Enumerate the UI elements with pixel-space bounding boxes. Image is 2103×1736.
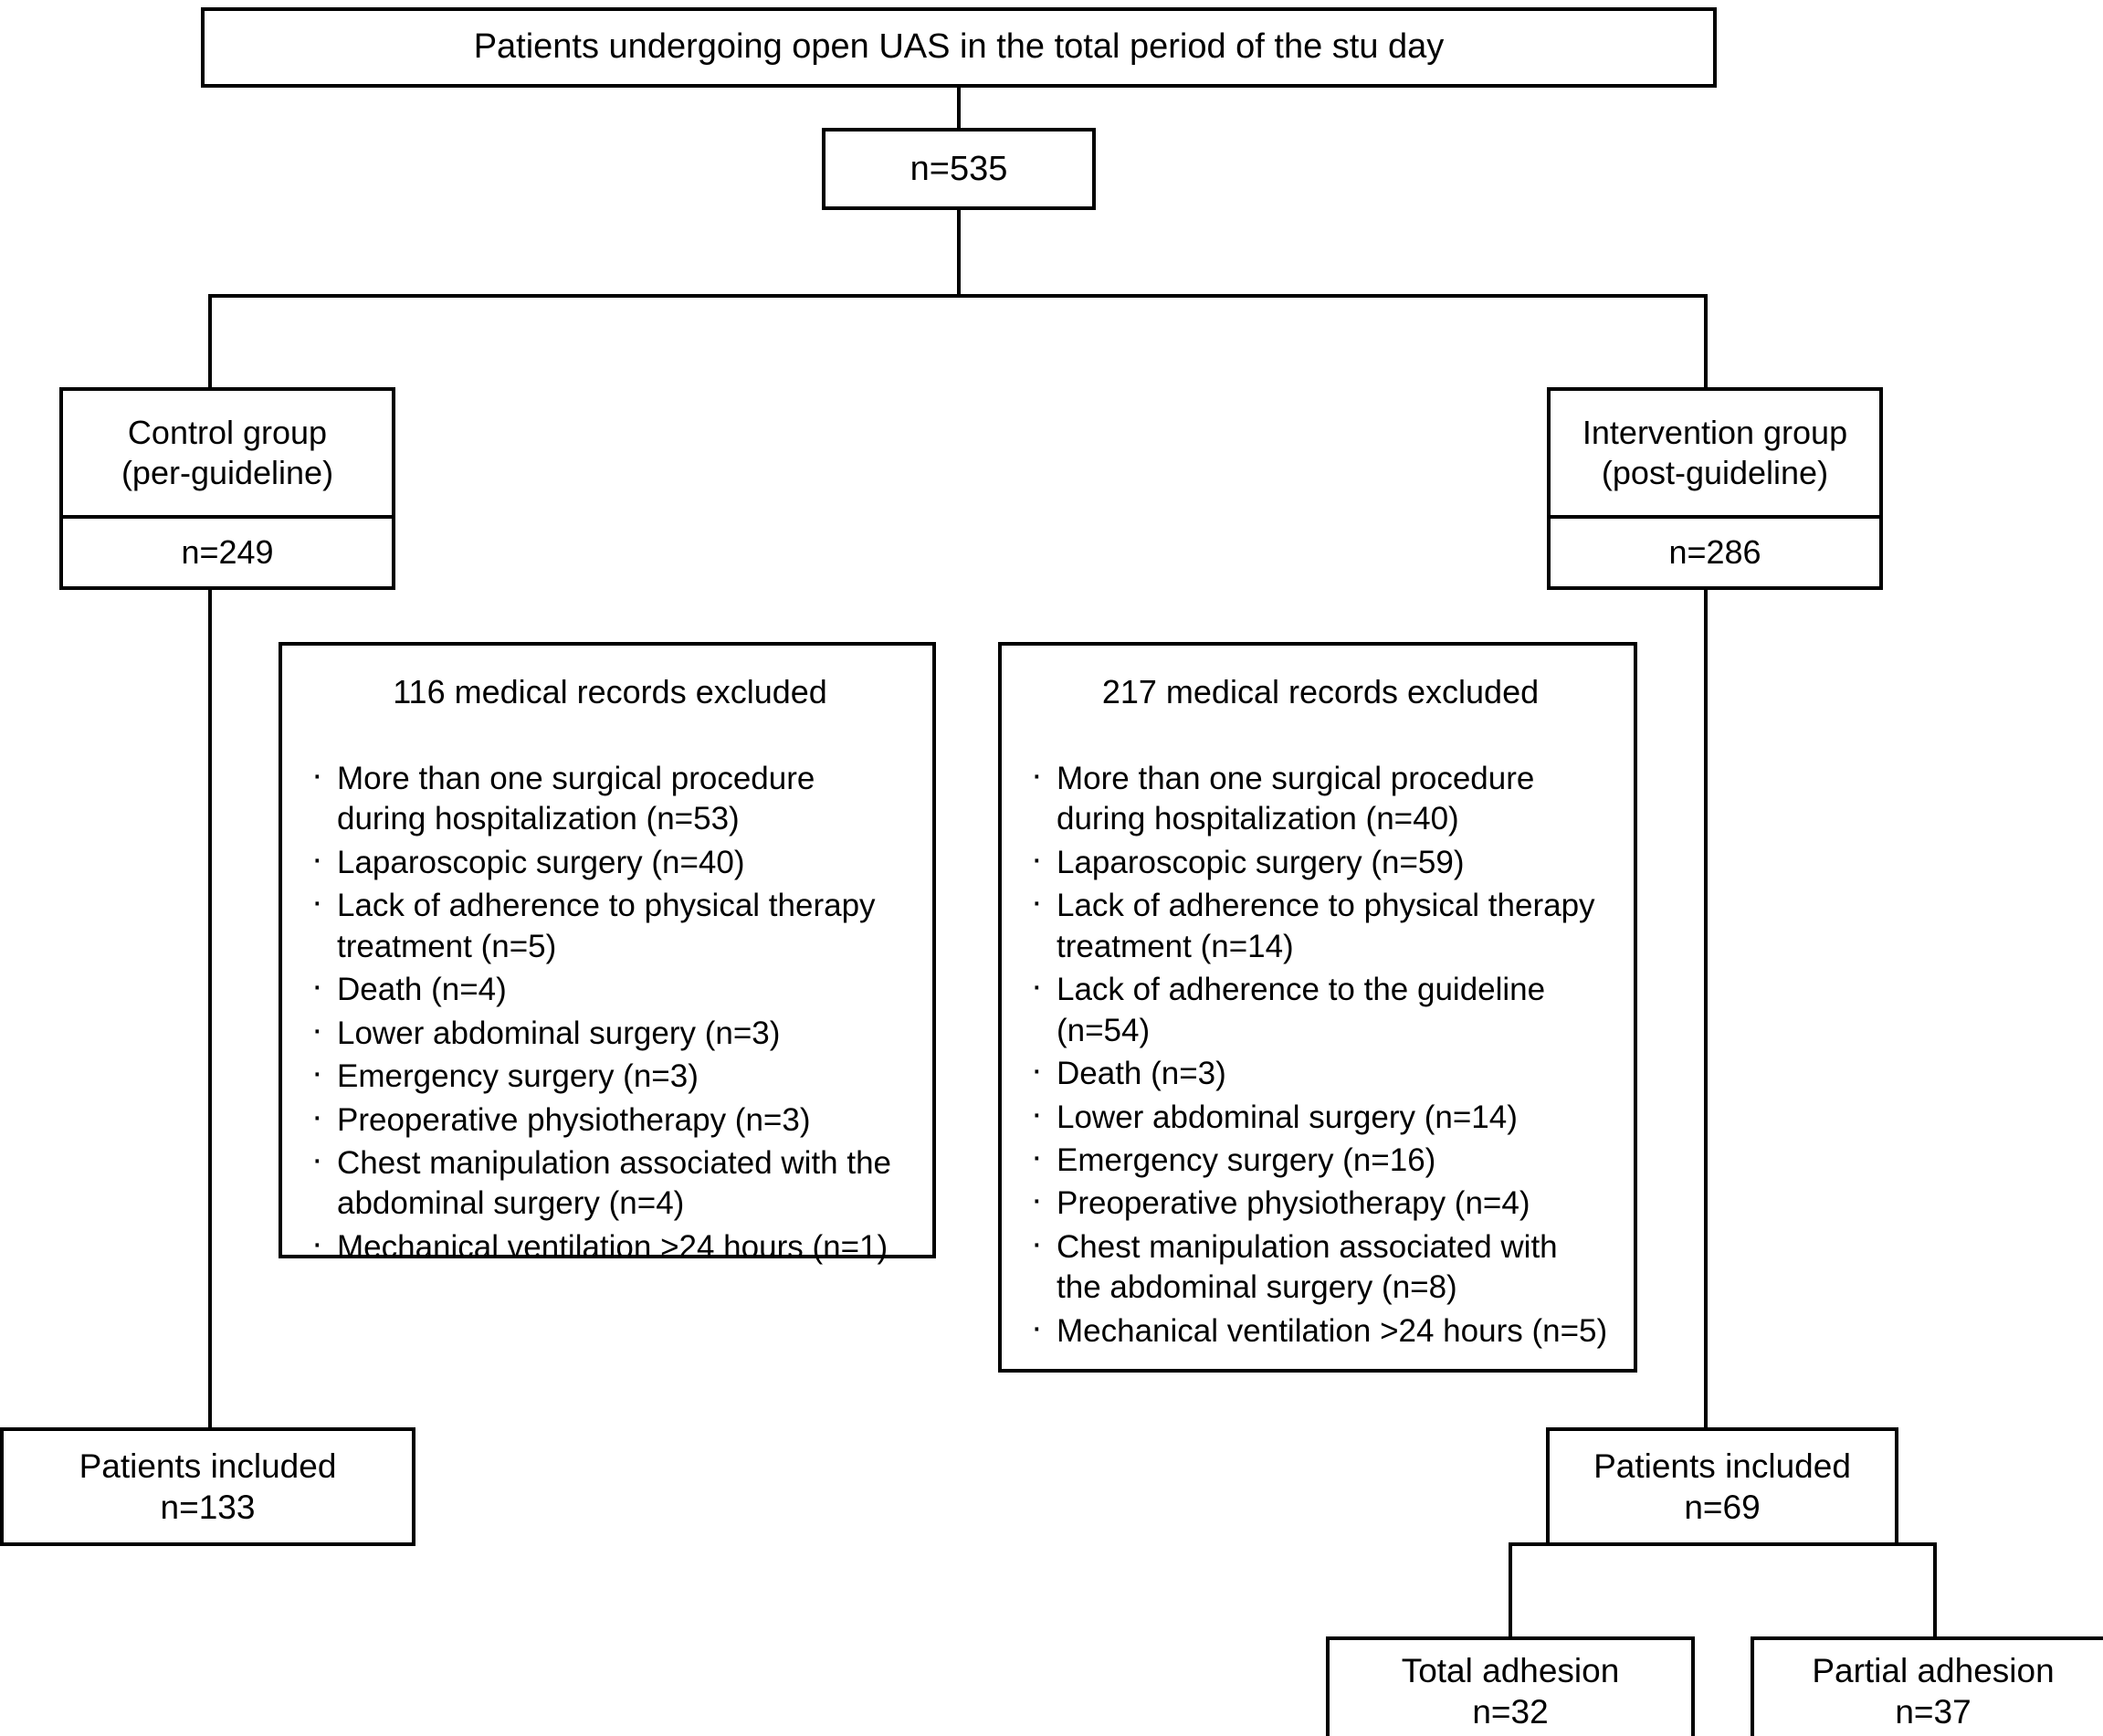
- control-group-count: n=249: [63, 519, 392, 586]
- title-text: Patients undergoing open UAS in the tota…: [473, 27, 1445, 67]
- included-right-count: n=69: [1684, 1489, 1761, 1526]
- list-item: Lack of adherence to physical therapy tr…: [1025, 880, 1610, 967]
- connector-bus-to-intervention: [1704, 294, 1708, 389]
- list-item: Laparoscopic surgery (n=59): [1025, 837, 1610, 883]
- list-item: More than one surgical procedure during …: [306, 753, 909, 840]
- list-item: Lack of adherence to the guideline (n=54…: [1025, 964, 1610, 1051]
- control-group-qualifier: (per-guideline): [121, 454, 334, 491]
- intervention-group-header: Intervention group (post-guideline): [1551, 391, 1879, 519]
- total-count-value: n=535: [910, 149, 1008, 188]
- total-adhesion-count: n=32: [1472, 1693, 1549, 1731]
- list-item: Laparoscopic surgery (n=40): [306, 837, 909, 883]
- connector-split-bus: [208, 294, 1708, 298]
- partial-adhesion-label: Partial adhesion: [1812, 1651, 2055, 1689]
- connector-bus-to-control: [208, 294, 212, 389]
- list-item: Emergency surgery (n=16): [1025, 1135, 1610, 1181]
- exclusion-right-title: 217 medical records excluded: [1101, 673, 1540, 710]
- control-group-box: Control group (per-guideline) n=249: [59, 387, 395, 590]
- partial-adhesion-box: Partial adhesion n=37: [1751, 1636, 2103, 1736]
- list-item: Lack of adherence to physical therapy tr…: [306, 880, 909, 967]
- intervention-group-qualifier: (post-guideline): [1601, 454, 1829, 491]
- list-item: Emergency surgery (n=3): [306, 1051, 909, 1097]
- total-count-box: n=535: [822, 128, 1096, 210]
- exclusion-box-control: 116 medical records excluded More than o…: [279, 642, 936, 1266]
- total-adhesion-label: Total adhesion: [1401, 1651, 1620, 1689]
- control-group-count-value: n=249: [181, 533, 274, 571]
- total-adhesion-box: Total adhesion n=32: [1326, 1636, 1695, 1736]
- connector-control-to-included: [208, 588, 212, 1429]
- list-item: Chest manipulation associated with the a…: [306, 1138, 909, 1225]
- connector-title-to-total: [957, 86, 961, 130]
- list-item: Lower abdominal surgery (n=14): [1025, 1091, 1610, 1138]
- intervention-group-box: Intervention group (post-guideline) n=28…: [1547, 387, 1883, 590]
- list-item: Death (n=3): [1025, 1048, 1610, 1094]
- list-item: Mechanical ventilation >24 hours (n=5): [1025, 1306, 1610, 1352]
- list-item: Preoperative physiotherapy (n=3): [306, 1094, 909, 1141]
- list-item: Death (n=4): [306, 964, 909, 1010]
- connector-included-to-total-adhesion: [1509, 1544, 1512, 1638]
- exclusion-box-intervention: 217 medical records excluded More than o…: [998, 642, 1637, 1373]
- included-left-count: n=133: [160, 1489, 256, 1526]
- connector-intervention-to-included: [1704, 588, 1708, 1429]
- control-group-header: Control group (per-guideline): [63, 391, 392, 519]
- intervention-group-count: n=286: [1551, 519, 1879, 586]
- patients-included-control-box: Patients included n=133: [0, 1427, 415, 1546]
- title-box: Patients undergoing open UAS in the tota…: [201, 7, 1717, 88]
- list-item: More than one surgical procedure during …: [1025, 753, 1610, 840]
- partial-adhesion-count: n=37: [1895, 1693, 1972, 1731]
- included-right-label: Patients included: [1593, 1447, 1851, 1485]
- included-left-label: Patients included: [79, 1447, 337, 1485]
- control-group-name: Control group: [127, 414, 328, 452]
- exclusion-left-title: 116 medical records excluded: [393, 673, 827, 710]
- list-item: Lower abdominal surgery (n=3): [306, 1008, 909, 1054]
- connector-total-to-bus: [957, 208, 961, 296]
- exclusion-left-list: More than one surgical procedure during …: [306, 753, 909, 1268]
- patients-included-intervention-box: Patients included n=69: [1546, 1427, 1898, 1546]
- list-item: Mechanical ventilation >24 hours (n=1): [306, 1222, 909, 1268]
- list-item: Chest manipulation associated with the a…: [1025, 1222, 1610, 1309]
- exclusion-right-list: More than one surgical procedure during …: [1025, 753, 1610, 1352]
- list-item: Preoperative physiotherapy (n=4): [1025, 1178, 1610, 1224]
- intervention-group-name: Intervention group: [1582, 414, 1848, 452]
- connector-included-to-partial-adhesion: [1933, 1544, 1937, 1638]
- intervention-group-count-value: n=286: [1668, 533, 1761, 571]
